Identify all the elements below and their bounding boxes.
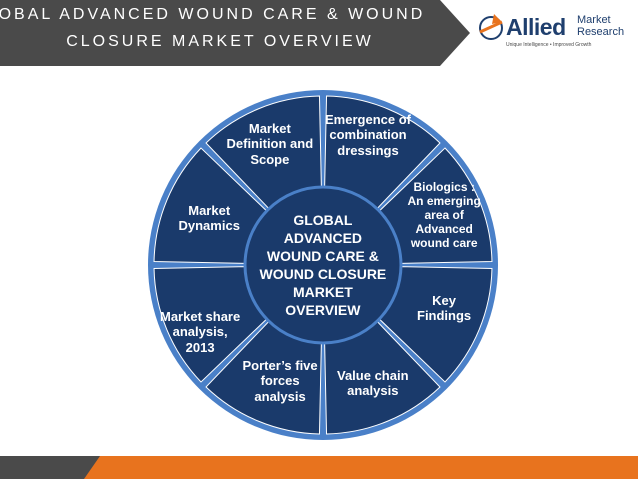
footer-accent [84, 456, 638, 479]
logo-word-research: Research [577, 26, 625, 38]
title-banner: LOBAL ADVANCED WOUND CARE & WOUND CLOSUR… [0, 0, 470, 66]
title-line-2: CLOSURE MARKET OVERVIEW [66, 33, 374, 50]
logo-word-market: Market [577, 14, 611, 26]
logo-tagline: Unique Intelligence • Improved Growth [506, 42, 592, 48]
wheel-center-ring [243, 185, 403, 345]
logo-word-allied: Allied [506, 14, 566, 40]
logo-globe-icon [479, 14, 503, 40]
allied-market-research-logo: Allied Market Research Unique Intelligen… [476, 10, 626, 52]
title-line-1: LOBAL ADVANCED WOUND CARE & WOUND [0, 6, 426, 23]
